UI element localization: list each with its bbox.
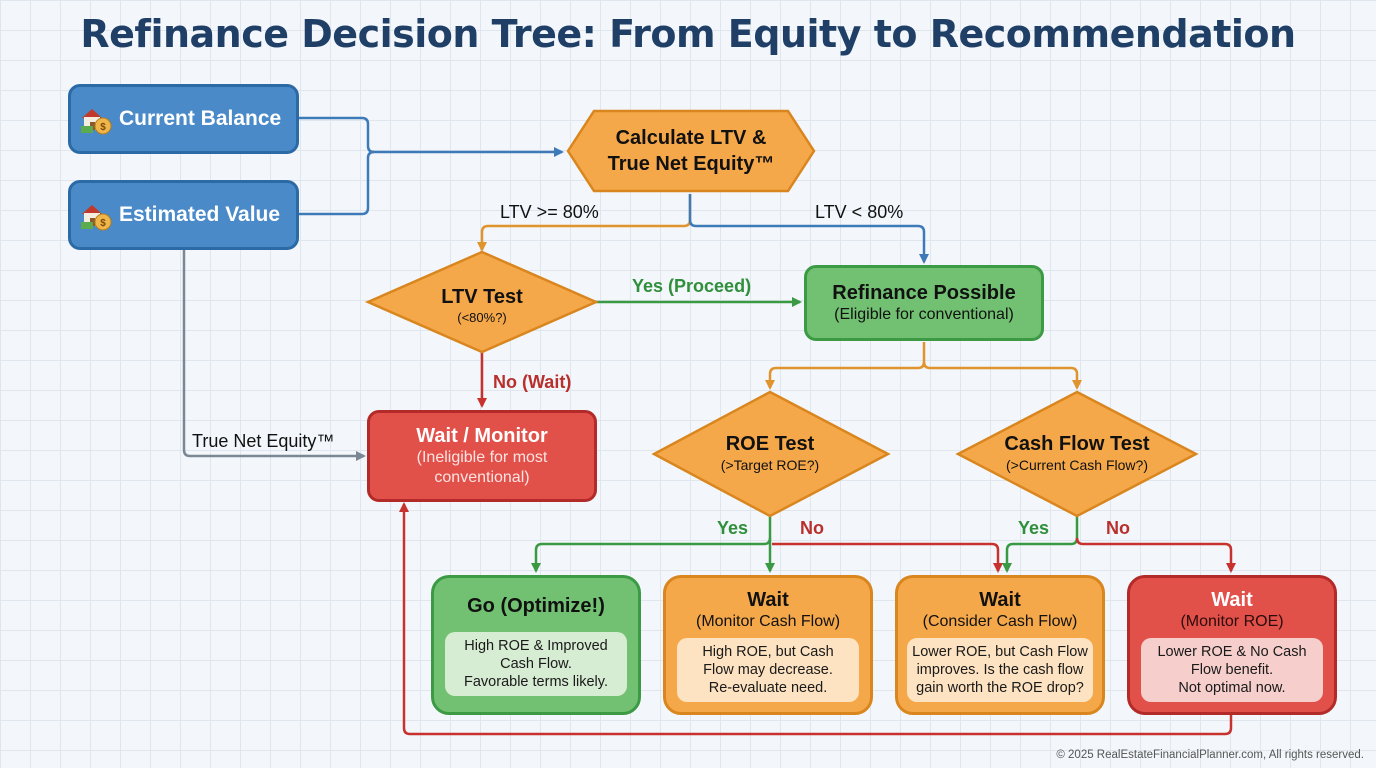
outcome-line: improves. Is the cash flow bbox=[916, 662, 1084, 678]
roe-test-diamond bbox=[651, 390, 891, 518]
edge-label-ltv-high: LTV >= 80% bbox=[500, 202, 599, 222]
outcome-description: High ROE, but Cash Flow may decrease. Re… bbox=[677, 638, 859, 702]
edge-label-no-wait: No (Wait) bbox=[493, 372, 572, 392]
outcome-line: Flow may decrease. bbox=[703, 662, 833, 678]
wire-cf-no bbox=[1075, 537, 1236, 573]
calculate-hexagon bbox=[566, 109, 816, 193]
wait-monitor-title: Wait / Monitor bbox=[416, 425, 548, 447]
outcome-subtitle: (Monitor Cash Flow) bbox=[695, 613, 841, 630]
roe-test-title: ROE Test bbox=[725, 433, 815, 455]
ltv-test-diamond bbox=[364, 250, 600, 354]
refinance-possible-subtitle: (Eligible for conventional) bbox=[834, 306, 1014, 323]
outcome-line: High ROE & Improved bbox=[464, 638, 608, 654]
ltv-test-node[interactable]: LTV Test (<80%?) bbox=[402, 285, 562, 327]
outcome-line: High ROE, but Cash bbox=[702, 644, 834, 660]
outcome-wait-monitor-cash-flow[interactable]: Wait (Monitor Cash Flow) High ROE, but C… bbox=[663, 575, 873, 715]
outcome-description: Lower ROE, but Cash Flow improves. Is th… bbox=[907, 638, 1093, 702]
outcome-line: Cash Flow. bbox=[500, 656, 572, 672]
cash-flow-test-diamond bbox=[955, 390, 1199, 518]
edge-label-ltv-low: LTV < 80% bbox=[815, 202, 904, 222]
ltv-test-title: LTV Test bbox=[441, 286, 523, 308]
current-balance-box[interactable]: $ Current Balance bbox=[68, 84, 299, 154]
cash-flow-test-subtitle: (>Current Cash Flow?) bbox=[1006, 457, 1148, 473]
svg-text:$: $ bbox=[100, 122, 106, 133]
page-title: Refinance Decision Tree: From Equity to … bbox=[80, 12, 1296, 56]
edge-label-roe-no: No bbox=[800, 518, 824, 538]
estimated-value-box[interactable]: $ Estimated Value bbox=[68, 180, 299, 250]
copyright-footer: © 2025 RealEstateFinancialPlanner.com, A… bbox=[1056, 749, 1364, 761]
roe-test-subtitle: (>Target ROE?) bbox=[720, 457, 820, 473]
outcome-wait-consider-cash-flow[interactable]: Wait (Consider Cash Flow) Lower ROE, but… bbox=[895, 575, 1105, 715]
outcome-subtitle: (Monitor ROE) bbox=[1180, 613, 1284, 630]
refinance-possible-title: Refinance Possible bbox=[832, 282, 1016, 304]
outcome-subtitle: (Consider Cash Flow) bbox=[922, 613, 1078, 630]
edge-label-cf-no: No bbox=[1106, 518, 1130, 538]
cash-flow-test-node[interactable]: Cash Flow Test (>Current Cash Flow?) bbox=[982, 432, 1172, 474]
outcome-line: Lower ROE, but Cash Flow bbox=[912, 644, 1088, 660]
wire-loop-back bbox=[399, 502, 1233, 736]
edge-label-yes-proceed: Yes (Proceed) bbox=[632, 276, 752, 296]
outcome-go-optimize[interactable]: Go (Optimize!) High ROE & Improved Cash … bbox=[431, 575, 641, 715]
wait-monitor-box[interactable]: Wait / Monitor (Ineligible for most conv… bbox=[367, 410, 597, 502]
outcome-line: Lower ROE & No Cash bbox=[1157, 644, 1307, 660]
estimated-value-label: Estimated Value bbox=[119, 203, 281, 226]
wire-roe-no bbox=[772, 542, 1003, 573]
outcome-title: Wait bbox=[1211, 589, 1253, 611]
wire-estimated-value-join bbox=[298, 150, 375, 216]
outcome-line: Favorable terms likely. bbox=[464, 674, 608, 690]
outcome-wait-monitor-roe[interactable]: Wait (Monitor ROE) Lower ROE & No Cash F… bbox=[1127, 575, 1337, 715]
outcome-title: Wait bbox=[979, 589, 1021, 611]
outcome-title: Go (Optimize!) bbox=[467, 595, 605, 617]
calculate-node[interactable]: Calculate LTV & True Net Equity™ bbox=[580, 125, 802, 177]
outcome-line: Flow benefit. bbox=[1190, 662, 1274, 678]
edge-label-true-net-equity: True Net Equity™ bbox=[192, 431, 335, 451]
wire-refi-to-cf bbox=[922, 361, 1082, 390]
house-money-bag-icon: $ bbox=[81, 109, 112, 135]
calculate-line2: True Net Equity™ bbox=[607, 153, 775, 175]
cash-flow-test-title: Cash Flow Test bbox=[1004, 433, 1150, 455]
calculate-line1: Calculate LTV & bbox=[615, 127, 767, 149]
current-balance-label: Current Balance bbox=[119, 107, 282, 130]
wait-monitor-subtitle-1: (Ineligible for most bbox=[416, 449, 548, 466]
wire-ltv-low bbox=[688, 194, 929, 264]
edge-label-cf-yes: Yes bbox=[1018, 518, 1050, 538]
wire-inputs-to-calculate bbox=[298, 116, 564, 157]
outcome-line: Not optimal now. bbox=[1178, 680, 1286, 696]
outcome-description: High ROE & Improved Cash Flow. Favorable… bbox=[445, 632, 627, 696]
outcome-line: gain worth the ROE drop? bbox=[916, 680, 1084, 696]
outcome-title: Wait bbox=[747, 589, 789, 611]
ltv-test-subtitle: (<80%?) bbox=[457, 310, 507, 325]
edge-label-roe-yes: Yes bbox=[717, 518, 749, 538]
outcome-line: Re-evaluate need. bbox=[708, 680, 828, 696]
wire-true-net-equity bbox=[182, 250, 366, 461]
wait-monitor-subtitle-2: conventional) bbox=[434, 469, 530, 486]
refinance-possible-box[interactable]: Refinance Possible (Eligible for convent… bbox=[804, 265, 1044, 341]
roe-test-node[interactable]: ROE Test (>Target ROE?) bbox=[680, 432, 860, 474]
outcome-description: Lower ROE & No Cash Flow benefit. Not op… bbox=[1141, 638, 1323, 702]
house-money-bag-icon: $ bbox=[81, 205, 112, 231]
svg-text:$: $ bbox=[100, 218, 106, 229]
wire-refi-to-roe bbox=[765, 342, 926, 390]
